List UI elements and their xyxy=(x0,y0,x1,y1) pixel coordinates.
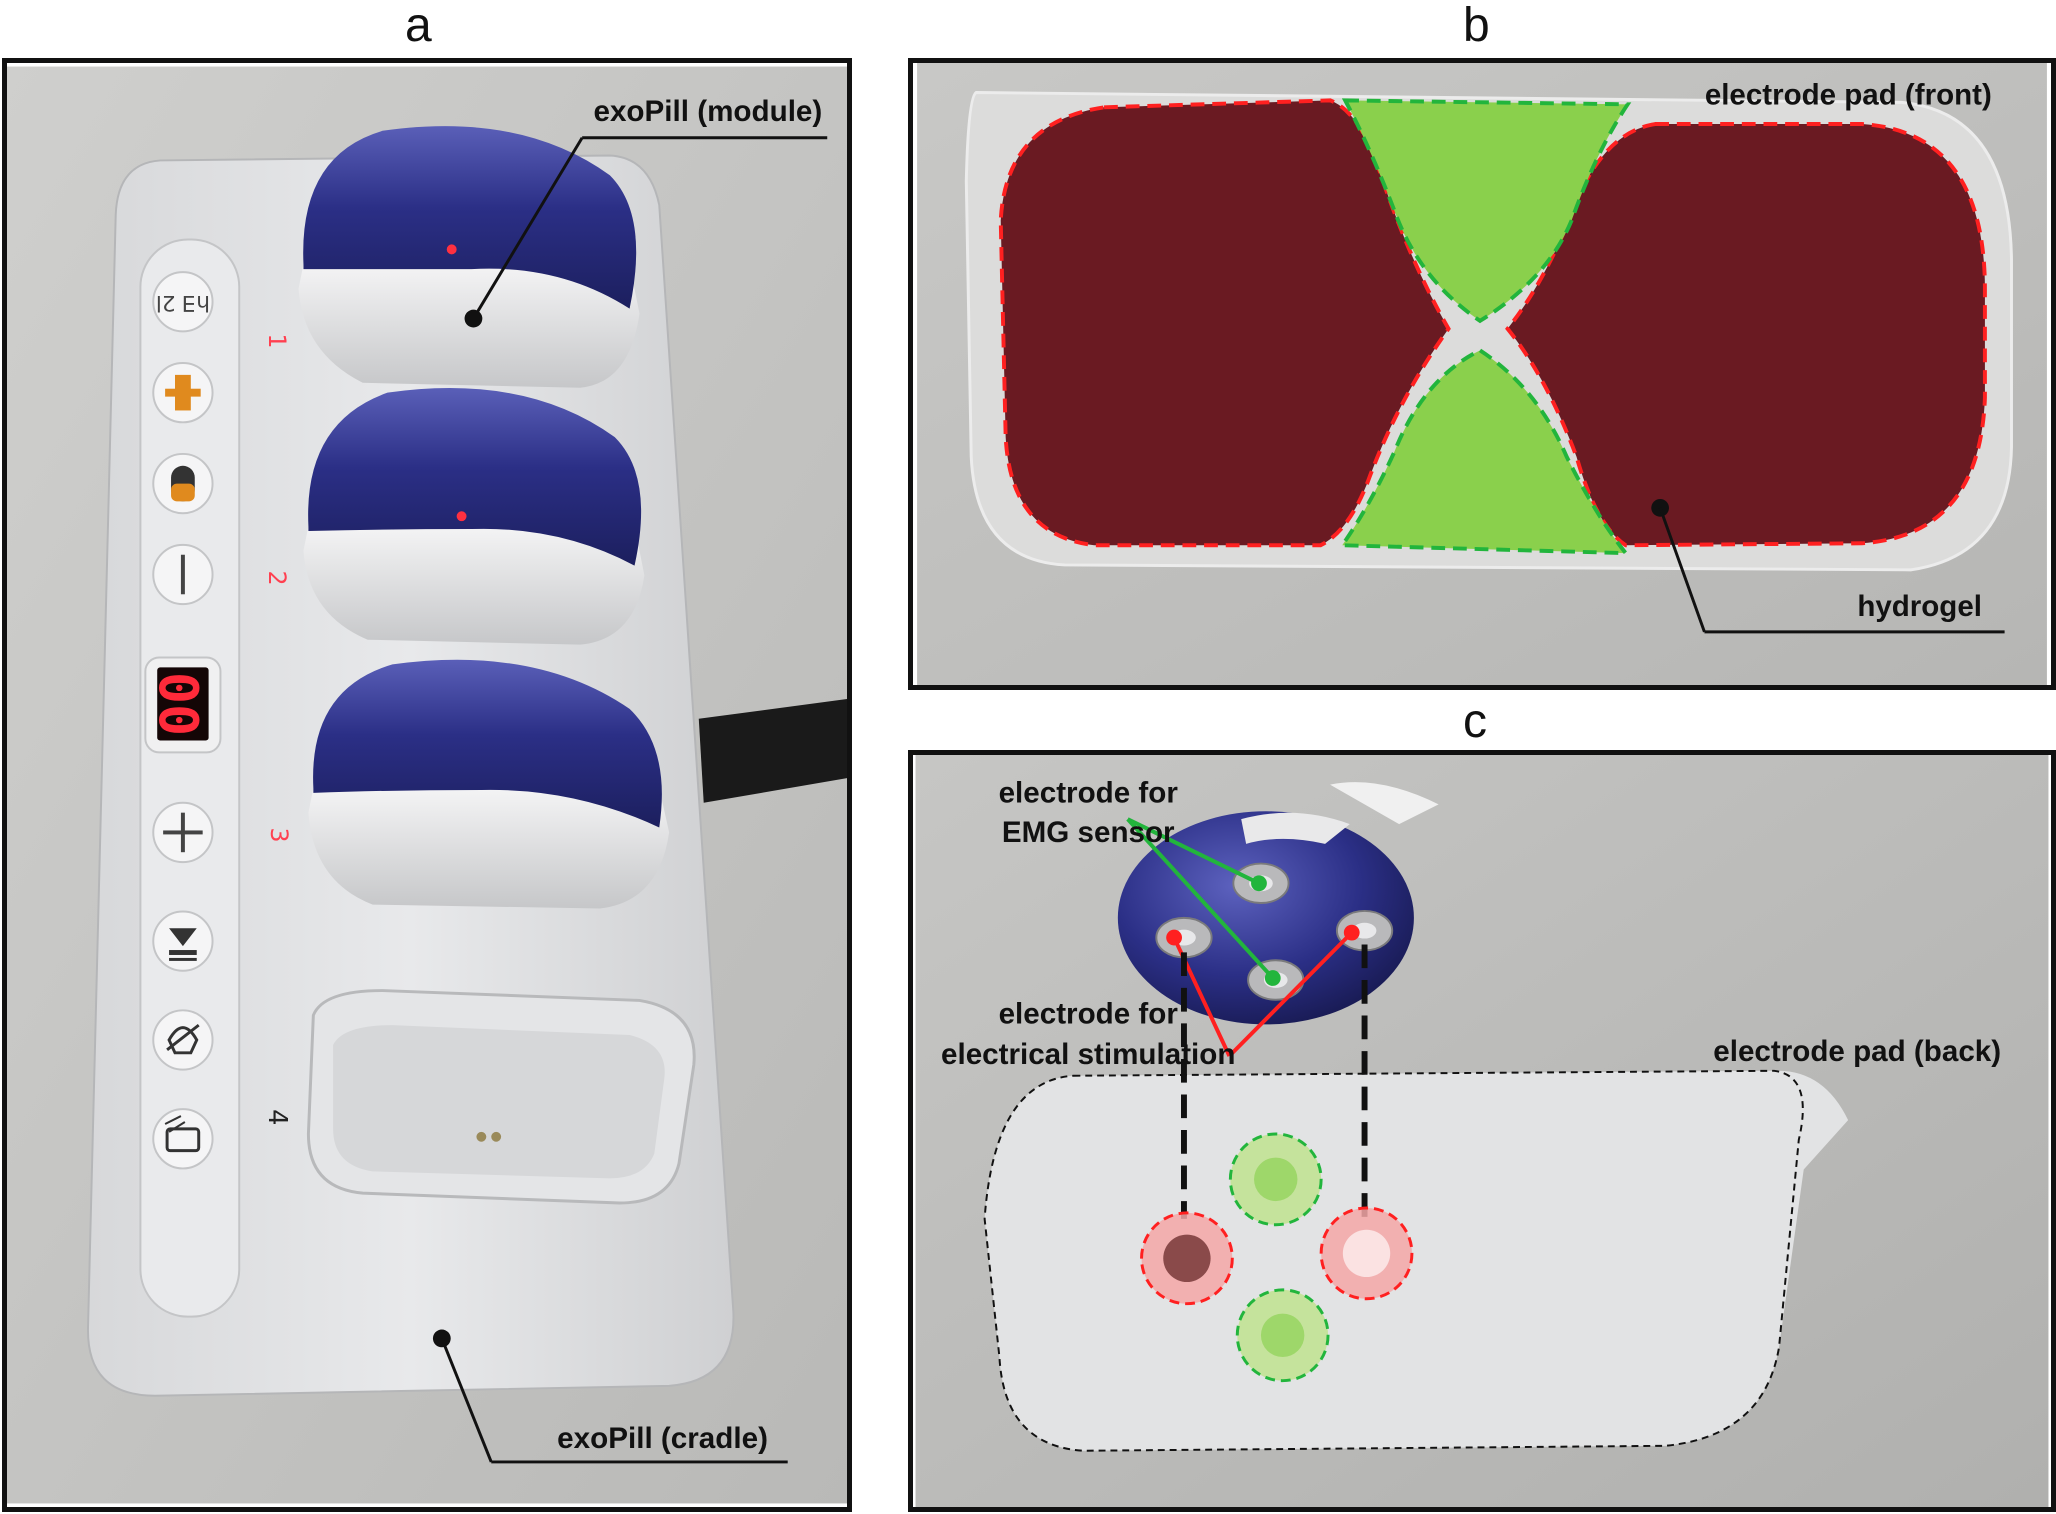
cradle-label: exoPill (cradle) xyxy=(557,1422,768,1455)
pad-front-label: electrode pad (front) xyxy=(1705,78,1992,111)
panel-letter-b: b xyxy=(1463,0,1490,52)
right-hydrogel xyxy=(1507,124,1985,546)
emg-label-line1: electrode for xyxy=(999,776,1179,809)
module-2 xyxy=(303,388,645,645)
left-hydrogel xyxy=(1000,100,1449,546)
bottom-green-electrode xyxy=(1342,350,1626,554)
slot-number-1: 1 xyxy=(263,333,291,348)
module-3 xyxy=(308,659,670,909)
hydrogel-label: hydrogel xyxy=(1857,590,1982,623)
empty-slot-4 xyxy=(306,989,696,1205)
panel-c-svg: electrode for EMG sensor electrode for e… xyxy=(915,755,2049,1507)
back-pad-outline xyxy=(983,1069,1804,1452)
mode-button-icon xyxy=(152,271,214,333)
back-pad-film xyxy=(984,1070,1849,1451)
slot-number-2: 2 xyxy=(263,571,291,586)
control-buttons: h∃ 2l 00 xyxy=(144,271,222,1170)
module-pointer-dot xyxy=(464,309,483,328)
led-display xyxy=(157,667,209,741)
panel-b-svg: electrode pad (front) hydrogel xyxy=(917,63,2047,685)
stim-label-line1: electrode for xyxy=(999,997,1179,1030)
panel-b-pad-front-photo: electrode pad (front) hydrogel xyxy=(908,58,2056,690)
slot-number-3: 3 xyxy=(265,827,293,842)
power-cable xyxy=(698,699,847,803)
module-1 xyxy=(298,126,640,388)
slot-number-4: 4 xyxy=(262,1109,292,1125)
display-value: 00 xyxy=(147,672,210,736)
pad-back-label: electrode pad (back) xyxy=(1713,1035,2001,1068)
module-label: exoPill (module) xyxy=(593,95,822,128)
pad-contacts xyxy=(1140,1132,1414,1383)
panel-letter-a: a xyxy=(405,0,432,52)
panel-c-pad-back-photo: electrode for EMG sensor electrode for e… xyxy=(908,750,2056,1512)
emg-label-line2: EMG sensor xyxy=(1002,816,1175,849)
panel-a-cradle-photo: h∃ 2l 00 1 2 xyxy=(2,58,852,1512)
svg-text:h∃ 2l: h∃ 2l xyxy=(156,290,210,315)
panel-a-svg: h∃ 2l 00 1 2 xyxy=(7,66,847,1504)
battery-icon xyxy=(152,1108,214,1170)
top-green-electrode xyxy=(1345,100,1628,321)
panel-letter-c: c xyxy=(1463,695,1487,748)
stim-label-line2: electrical stimulation xyxy=(941,1038,1235,1071)
mute-icon xyxy=(152,1009,214,1071)
hydrogel-pointer-dot xyxy=(1651,498,1669,517)
